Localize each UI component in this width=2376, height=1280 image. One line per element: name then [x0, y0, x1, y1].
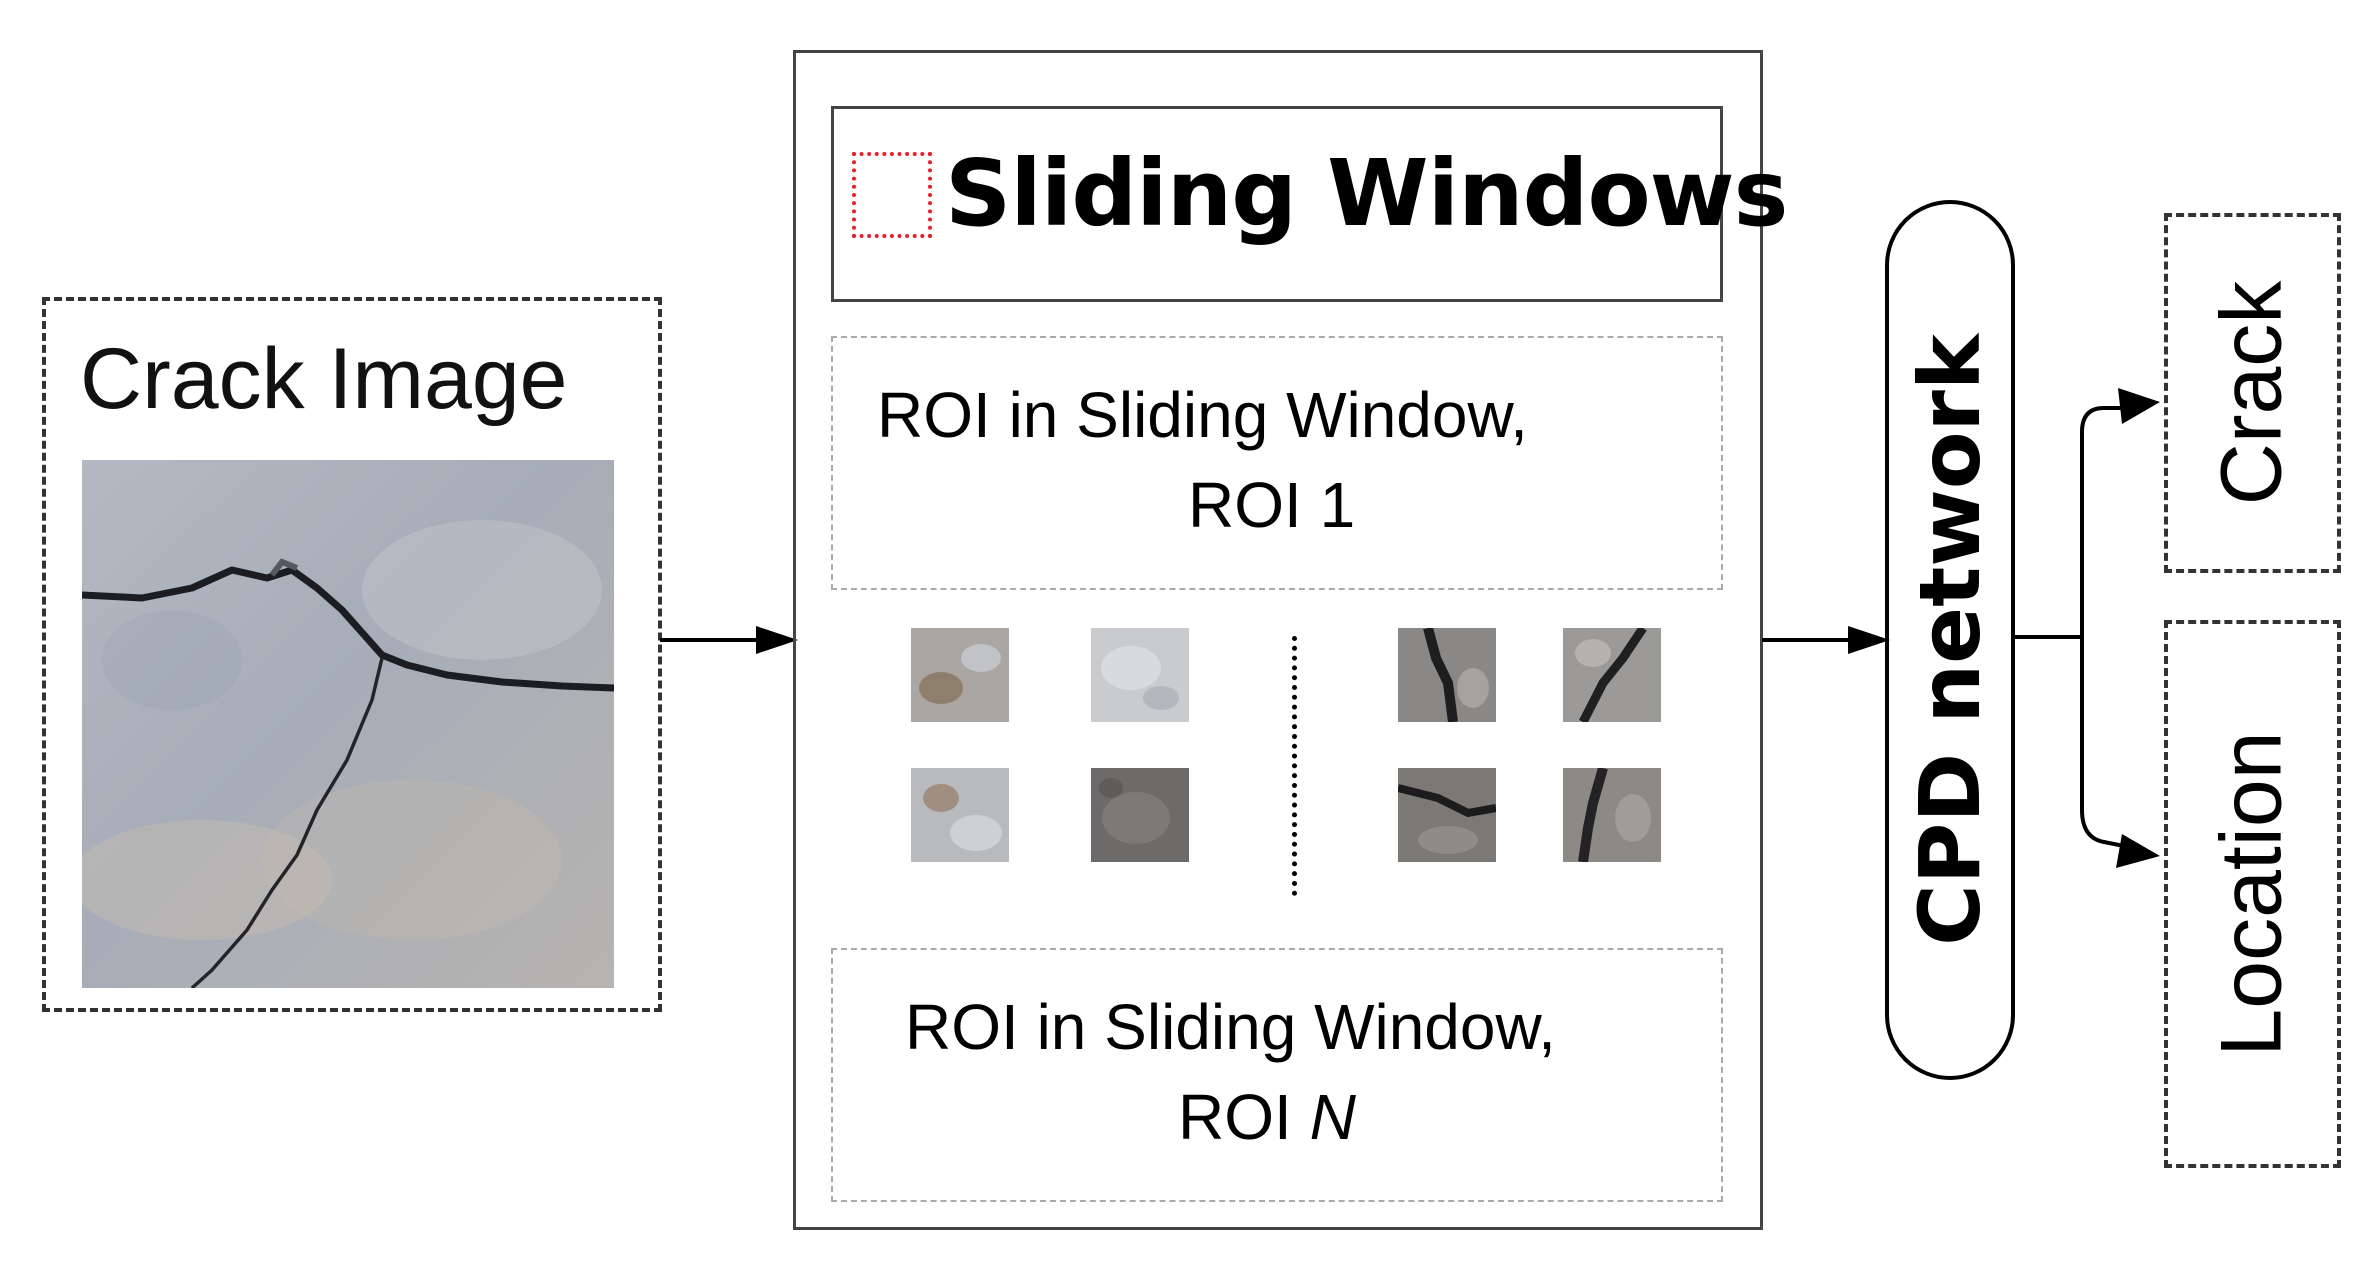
cpd-network-block — [1885, 200, 2015, 1080]
sliding-windows-title: Sliding Windows — [945, 140, 1788, 247]
roi-1-line2: ROI 1 — [1188, 469, 1356, 541]
roi-1-box — [831, 336, 1723, 590]
sliding-windows-panel — [793, 50, 1763, 1230]
roi-n-prefix: ROI — [1178, 1081, 1310, 1153]
roi-n-line2: ROI N — [1178, 1080, 1356, 1154]
arrow-to-cpd-network — [1762, 626, 1890, 654]
cpd-network-label: CPD network — [1901, 334, 1999, 946]
roi-1-line1: ROI in Sliding Window, — [877, 379, 1528, 451]
roi-patch — [1563, 768, 1661, 862]
roi-n-box — [831, 948, 1723, 1202]
crack-output-label: Crack — [2203, 280, 2300, 506]
crack-output-box — [2164, 213, 2341, 573]
roi-patch — [911, 628, 1009, 722]
roi-patch — [1091, 768, 1189, 862]
roi-n-line1: ROI in Sliding Window, — [905, 991, 1556, 1063]
sliding-window-icon — [852, 152, 932, 238]
location-output-label: Location — [2203, 731, 2300, 1057]
location-output-box — [2164, 620, 2341, 1168]
crack-image-title: Crack Image — [80, 331, 568, 427]
roi-separator — [1292, 636, 1297, 896]
roi-patch — [1563, 628, 1661, 722]
roi-patch — [911, 768, 1009, 862]
roi-patch — [1398, 768, 1496, 862]
crack-image-box — [42, 297, 662, 1012]
roi-patch — [1091, 628, 1189, 722]
crack-photo — [82, 460, 614, 988]
arrow-to-sliding-windows — [660, 626, 798, 654]
roi-n-variable: N — [1309, 1081, 1356, 1153]
sliding-windows-header-box — [831, 106, 1723, 302]
arrow-to-outputs — [2012, 388, 2160, 868]
roi-patch — [1398, 628, 1496, 722]
